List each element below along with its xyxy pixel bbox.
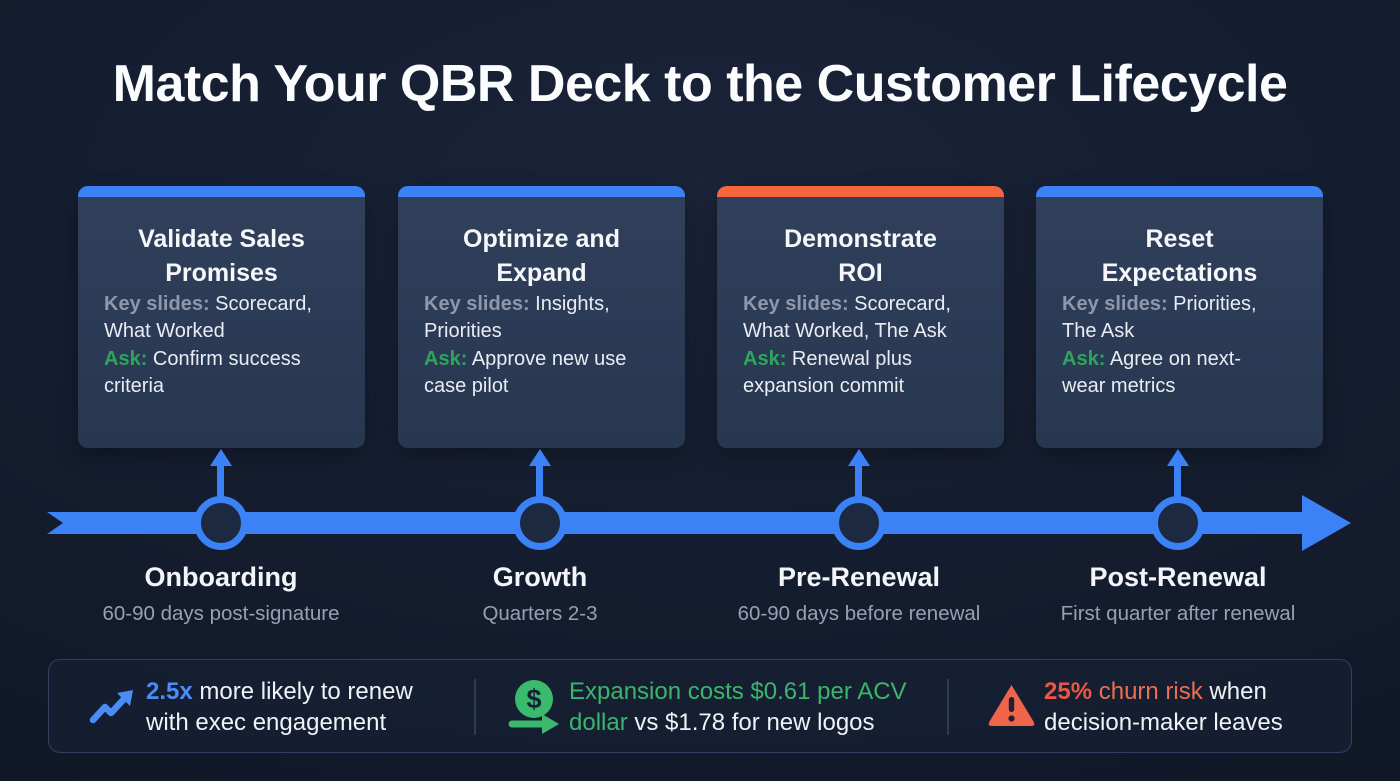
card-pre-renewal: Demonstrate ROI Key slides: Scorecard, W… <box>717 186 1004 448</box>
card-key-slides: Key slides: Scorecard, What Worked, The … <box>717 291 1004 346</box>
key-slides-label: Key slides: <box>743 292 849 315</box>
stat-highlight-secondary: churn risk <box>1092 678 1203 705</box>
timeline-connector <box>217 461 224 505</box>
stat-body: when decision-maker leaves <box>1044 678 1283 736</box>
ask-label: Ask: <box>1062 347 1106 370</box>
timeline-node <box>832 496 886 550</box>
stat-renewal: 2.5x more likely to renew with exec enga… <box>146 676 476 738</box>
key-slides-label: Key slides: <box>424 292 530 315</box>
card-accent-bar <box>398 186 685 197</box>
card-key-slides: Key slides: Scorecard, What Worked <box>78 291 365 346</box>
up-arrow-icon <box>848 449 870 466</box>
card-key-slides: Key slides: Priorities, The Ask <box>1036 291 1323 346</box>
key-slides-text: Priorities, The Ask <box>1062 292 1257 343</box>
key-slides-text: Insights, Priorities <box>424 292 610 343</box>
page-title: Match Your QBR Deck to the Customer Life… <box>112 55 1288 113</box>
stage-label-onboarding: Onboarding 60-90 days post-signature <box>61 562 381 626</box>
stage-name: Growth <box>492 562 588 592</box>
stage-name: Post-Renewal <box>1089 562 1267 592</box>
stats-panel: 2.5x more likely to renew with exec enga… <box>48 659 1352 753</box>
card-ask: Ask: Confirm success criteria <box>78 346 365 401</box>
card-title: Optimize and Expand <box>463 225 620 287</box>
key-slides-text: Scorecard, What Worked, The Ask <box>743 292 951 343</box>
ask-text: Confirm success criteria <box>104 347 301 398</box>
stage-label-growth: Growth Quarters 2-3 <box>380 562 700 626</box>
card-post-renewal: Reset Expectations Key slides: Prioritie… <box>1036 186 1323 448</box>
card-accent-bar <box>717 186 1004 197</box>
stat-highlight: 25% <box>1044 678 1093 705</box>
stat-expansion: Expansion costs $0.61 per ACV dollar vs … <box>569 676 964 738</box>
stage-label-post-renewal: Post-Renewal First quarter after renewal <box>1018 562 1338 626</box>
card-growth: Optimize and Expand Key slides: Insights… <box>398 186 685 448</box>
card-title: Demonstrate ROI <box>784 225 937 287</box>
card-accent-bar <box>78 186 365 197</box>
timeline-bar <box>47 512 1305 534</box>
card-ask: Ask: Renewal plus expansion commit <box>717 346 1004 401</box>
ask-label: Ask: <box>424 347 468 370</box>
stat-highlight: Expansion costs $0.61 per ACV dollar <box>569 678 907 736</box>
stage-sublabel: Quarters 2-3 <box>482 602 598 625</box>
ask-text: Approve new use case pilot <box>424 347 627 398</box>
key-slides-label: Key slides: <box>104 292 210 315</box>
up-arrow-icon <box>210 449 232 466</box>
card-ask: Ask: Agree on next- wear metrics <box>1036 346 1323 401</box>
up-arrow-icon <box>1167 449 1189 466</box>
key-slides-label: Key slides: <box>1062 292 1168 315</box>
divider <box>947 679 949 735</box>
stage-name: Pre-Renewal <box>777 562 941 592</box>
stage-sublabel: 60-90 days before renewal <box>737 602 981 625</box>
stat-highlight: 2.5x <box>146 678 193 705</box>
svg-text:$: $ <box>526 684 541 714</box>
key-slides-text: Scorecard, What Worked <box>104 292 312 343</box>
timeline-connector <box>1174 461 1181 505</box>
stage-label-pre-renewal: Pre-Renewal 60-90 days before renewal <box>699 562 1019 626</box>
stat-churn: 25% churn risk when decision-maker leave… <box>1044 676 1334 738</box>
timeline-connector <box>855 461 862 505</box>
stage-sublabel: 60-90 days post-signature <box>102 602 340 625</box>
card-ask: Ask: Approve new use case pilot <box>398 346 685 401</box>
ask-text: Agree on next- wear metrics <box>1062 347 1242 398</box>
trending-up-icon <box>89 690 133 724</box>
stage-sublabel: First quarter after renewal <box>1060 602 1296 625</box>
divider <box>474 679 476 735</box>
stage-name: Onboarding <box>144 562 298 592</box>
stat-body: more likely to renew with exec engagemen… <box>146 678 413 736</box>
timeline-node <box>513 496 567 550</box>
card-accent-bar <box>1036 186 1323 197</box>
timeline-node <box>194 496 248 550</box>
stat-body: vs $1.78 for new logos <box>627 709 875 736</box>
warning-triangle-icon <box>988 685 1035 726</box>
timeline-connector <box>536 461 543 505</box>
up-arrow-icon <box>529 449 551 466</box>
card-title: Validate Sales Promises <box>138 225 305 287</box>
ask-text: Renewal plus expansion commit <box>743 347 912 398</box>
card-key-slides: Key slides: Insights, Priorities <box>398 291 685 346</box>
card-title: Reset Expectations <box>1101 225 1258 287</box>
timeline-node <box>1151 496 1205 550</box>
dollar-coin-arrow-icon: $ <box>508 680 559 734</box>
timeline-arrowhead-icon <box>1302 495 1351 551</box>
ask-label: Ask: <box>743 347 787 370</box>
card-onboarding: Validate Sales Promises Key slides: Scor… <box>78 186 365 448</box>
ask-label: Ask: <box>104 347 148 370</box>
